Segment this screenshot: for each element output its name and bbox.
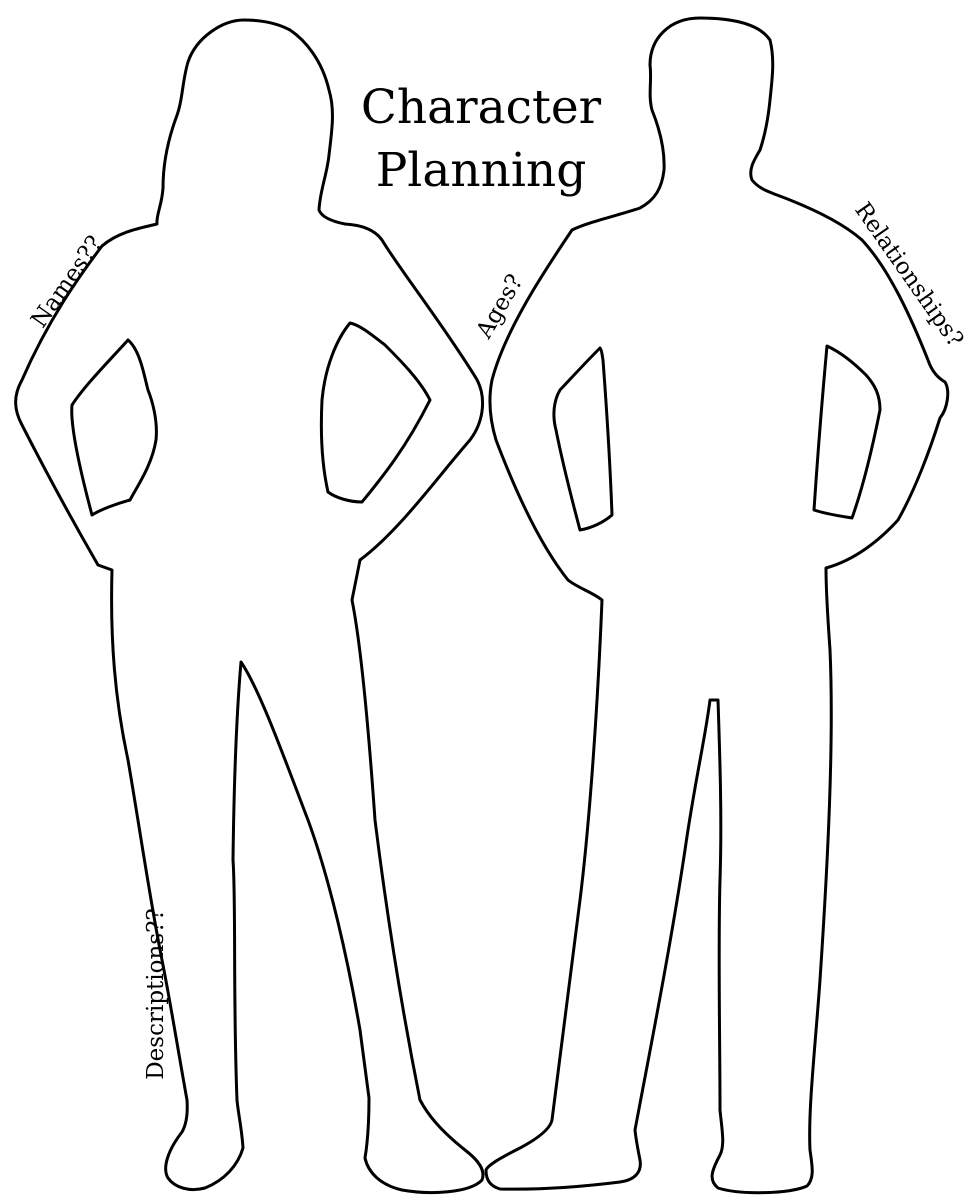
female-silhouette [14, 18, 485, 1195]
label-descriptions: Descriptions?? [143, 908, 169, 1080]
female-body-outline [14, 18, 485, 1195]
male-left-arm-gap [552, 346, 614, 532]
title-line-1: Character [361, 80, 602, 135]
male-right-arm-gap [812, 344, 882, 520]
female-right-arm-gap [319, 321, 432, 504]
title-line-2: Planning [376, 143, 587, 198]
male-silhouette [484, 16, 950, 1195]
female-left-arm-gap [70, 338, 158, 517]
male-body-outline [484, 16, 950, 1195]
